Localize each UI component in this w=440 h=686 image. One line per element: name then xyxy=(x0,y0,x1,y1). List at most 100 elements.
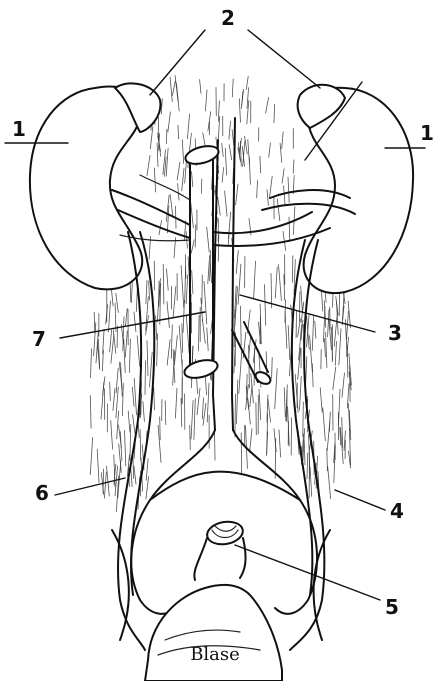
hatch-stroke xyxy=(111,421,113,449)
hatch-stroke xyxy=(237,380,238,424)
hatch-stroke xyxy=(131,283,132,303)
left-kidney xyxy=(30,87,142,290)
hatch-stroke xyxy=(254,348,255,385)
hatch-stroke xyxy=(279,430,281,457)
hatch-stroke xyxy=(329,412,330,431)
hatch-stroke xyxy=(140,429,141,460)
hatch-stroke xyxy=(333,367,336,389)
hatch-stroke xyxy=(156,316,157,340)
hatch-stroke xyxy=(174,336,177,365)
hatch-stroke xyxy=(122,383,123,416)
hatch-stroke xyxy=(260,156,261,173)
hatch-stroke xyxy=(186,315,189,353)
hatch-stroke xyxy=(189,133,191,151)
hatch-stroke xyxy=(229,145,231,160)
hatch-stroke xyxy=(194,399,195,440)
hatch-stroke xyxy=(129,339,130,372)
hatch-stroke xyxy=(101,382,104,419)
hatch-stroke xyxy=(147,341,148,376)
hatch-stroke xyxy=(248,140,250,165)
hatch-stroke xyxy=(265,285,266,326)
hatch-stroke xyxy=(177,162,180,180)
hatch-stroke xyxy=(282,169,284,183)
hatch-stroke xyxy=(178,184,179,201)
hatch-stroke xyxy=(312,364,313,387)
hatch-stroke xyxy=(239,99,240,123)
hatch-stroke xyxy=(275,267,277,298)
hatch-stroke xyxy=(175,76,178,102)
hatch-stroke xyxy=(239,351,242,394)
hatch-stroke xyxy=(229,121,231,139)
hatch-stroke xyxy=(207,227,210,252)
hatch-stroke xyxy=(187,114,189,139)
hatch-stroke xyxy=(167,269,169,290)
hatch-stroke xyxy=(324,339,325,357)
hatch-stroke xyxy=(154,168,155,192)
hatch-stroke xyxy=(111,334,114,363)
hatch-stroke xyxy=(225,191,228,216)
hatch-stroke xyxy=(277,199,280,221)
hatch-stroke xyxy=(191,401,193,440)
hatch-stroke xyxy=(232,130,234,145)
label-rectum: 5 xyxy=(385,595,399,619)
hatch-stroke xyxy=(232,79,233,97)
hatch-stroke xyxy=(143,402,145,422)
hatch-stroke xyxy=(289,217,290,242)
hatch-stroke xyxy=(199,316,200,351)
hatch-stroke xyxy=(218,235,219,262)
hatch-stroke xyxy=(284,186,285,205)
hatch-stroke xyxy=(335,341,336,365)
hatch-stroke xyxy=(191,202,194,228)
label-right-ureter: 4 xyxy=(390,499,404,523)
hatch-stroke xyxy=(350,365,351,401)
hatch-stroke xyxy=(269,143,271,157)
hatch-stroke xyxy=(282,132,284,149)
hatch-stroke xyxy=(90,396,91,429)
hatch-stroke xyxy=(168,112,171,132)
hatch-stroke xyxy=(203,403,206,425)
hatch-stroke xyxy=(182,140,183,164)
hatch-stroke xyxy=(181,398,182,426)
hatch-stroke xyxy=(315,321,316,338)
hatch-stroke xyxy=(225,148,226,175)
hatch-stroke xyxy=(171,325,172,359)
label-bladder: Blase xyxy=(190,644,240,665)
hatch-stroke xyxy=(284,388,285,417)
hatch-stroke xyxy=(166,148,168,176)
hatch-stroke xyxy=(163,264,164,304)
hatch-stroke xyxy=(310,336,313,372)
hatch-stroke xyxy=(268,399,271,422)
hatch-stroke xyxy=(310,467,312,496)
hatch-stroke xyxy=(107,466,110,496)
hatch-stroke xyxy=(146,459,148,481)
hatch-stroke xyxy=(147,155,150,175)
hatch-stroke xyxy=(137,336,140,367)
hatch-stroke xyxy=(109,301,111,332)
hatch-stroke xyxy=(279,265,282,301)
hatch-stroke xyxy=(134,378,136,415)
hatch-stroke xyxy=(266,98,269,114)
hatch-stroke xyxy=(186,275,188,304)
hatch-stroke xyxy=(254,261,256,298)
hatch-stroke xyxy=(185,161,187,183)
hatch-stroke xyxy=(166,129,167,144)
hatch-stroke xyxy=(222,143,224,156)
hatch-stroke xyxy=(173,287,176,317)
hatch-stroke xyxy=(202,398,203,419)
hatch-stroke xyxy=(285,311,287,348)
label-aorta: 3 xyxy=(388,321,402,345)
hatch-stroke xyxy=(133,415,135,433)
hatch-stroke xyxy=(124,339,126,373)
hatch-stroke xyxy=(113,388,115,410)
hatch-stroke xyxy=(182,168,184,191)
hatch-stroke xyxy=(327,449,328,471)
hatch-stroke xyxy=(323,408,326,441)
hatch-stroke xyxy=(97,449,99,483)
hatch-stroke xyxy=(204,281,207,323)
hatch-stroke xyxy=(110,330,112,352)
hatch-stroke xyxy=(295,374,298,412)
rectum xyxy=(194,519,245,580)
hatch-stroke xyxy=(90,438,92,475)
hatch-stroke xyxy=(267,189,268,205)
hatch-stroke xyxy=(167,302,169,328)
